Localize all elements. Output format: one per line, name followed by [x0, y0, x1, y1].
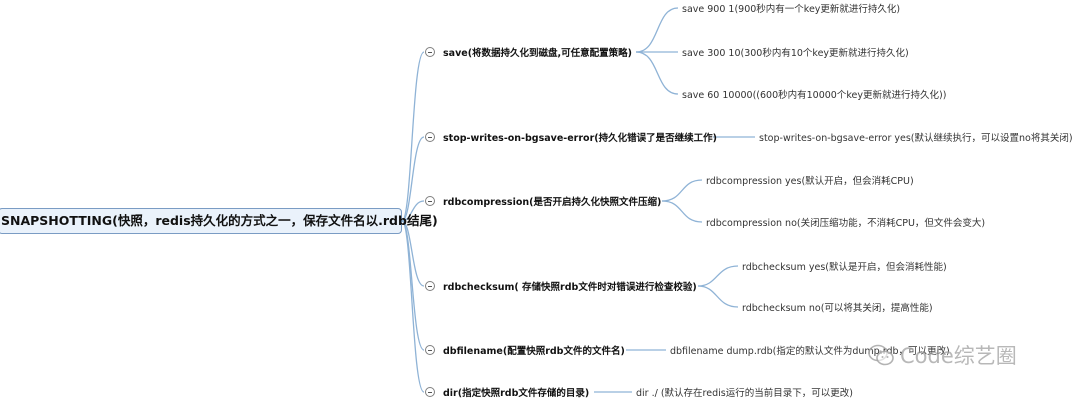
leaf-rdbchecksum-no[interactable]: rdbchecksum no(可以将其关闭，提高性能): [742, 303, 933, 314]
root-label: SNAPSHOTTING(快照，redis持久化的方式之一，保存文件名以.rdb…: [1, 213, 438, 228]
watermark-text: Code综艺圈: [900, 344, 1017, 368]
leaf-dir-default[interactable]: dir ./ (默认存在redis运行的当前目录下，可以更改): [636, 388, 853, 399]
leaf-save-900[interactable]: save 900 1(900秒内有一个key更新就进行持久化): [682, 4, 901, 15]
branch-save[interactable]: save(将数据持久化到磁盘,可任意配置策略): [443, 48, 632, 59]
leaf-save-300[interactable]: save 300 10(300秒内有10个key更新就进行持久化): [682, 48, 909, 59]
leaf-rdbcompression-no[interactable]: rdbcompression no(关闭压缩功能，不消耗CPU，但文件会变大): [706, 218, 986, 229]
collapse-toggle-stop-writes[interactable]: [425, 132, 435, 142]
leaf-rdbcompression-yes[interactable]: rdbcompression yes(默认开启，但会消耗CPU): [706, 176, 914, 187]
leaf-rdbchecksum-yes[interactable]: rdbchecksum yes(默认是开启，但会消耗性能): [742, 262, 947, 273]
branch-rdbcompression[interactable]: rdbcompression(是否开启持久化快照文件压缩): [443, 197, 662, 208]
root-node[interactable]: SNAPSHOTTING(快照，redis持久化的方式之一，保存文件名以.rdb…: [0, 208, 438, 234]
collapse-toggle-dbfilename[interactable]: [425, 345, 435, 355]
collapse-toggle-rdbchecksum[interactable]: [425, 281, 435, 291]
leaf-dbfilename-dump[interactable]: dbfilename dump.rdb(指定的默认文件为dump.rdb，可以更…: [670, 346, 950, 357]
branch-stop-writes[interactable]: stop-writes-on-bgsave-error(持久化错误了是否继续工作…: [443, 133, 717, 144]
collapse-toggle-rdbcompression[interactable]: [425, 196, 435, 206]
wechat-icon: [868, 344, 894, 366]
collapse-toggle-save[interactable]: [425, 47, 435, 57]
leaf-stop-writes-yes[interactable]: stop-writes-on-bgsave-error yes(默认继续执行，可…: [759, 133, 1073, 144]
branch-dir[interactable]: dir(指定快照rdb文件存储的目录): [443, 388, 590, 399]
branch-rdbchecksum[interactable]: rdbchecksum( 存储快照rdb文件时对错误进行检查校验): [443, 282, 697, 293]
branch-dbfilename[interactable]: dbfilename(配置快照rdb文件的文件名): [443, 346, 625, 357]
watermark: Code综艺圈: [868, 340, 1017, 370]
leaf-save-60[interactable]: save 60 10000((600秒内有10000个key更新就进行持久化)): [682, 90, 947, 101]
collapse-toggle-dir[interactable]: [425, 387, 435, 397]
